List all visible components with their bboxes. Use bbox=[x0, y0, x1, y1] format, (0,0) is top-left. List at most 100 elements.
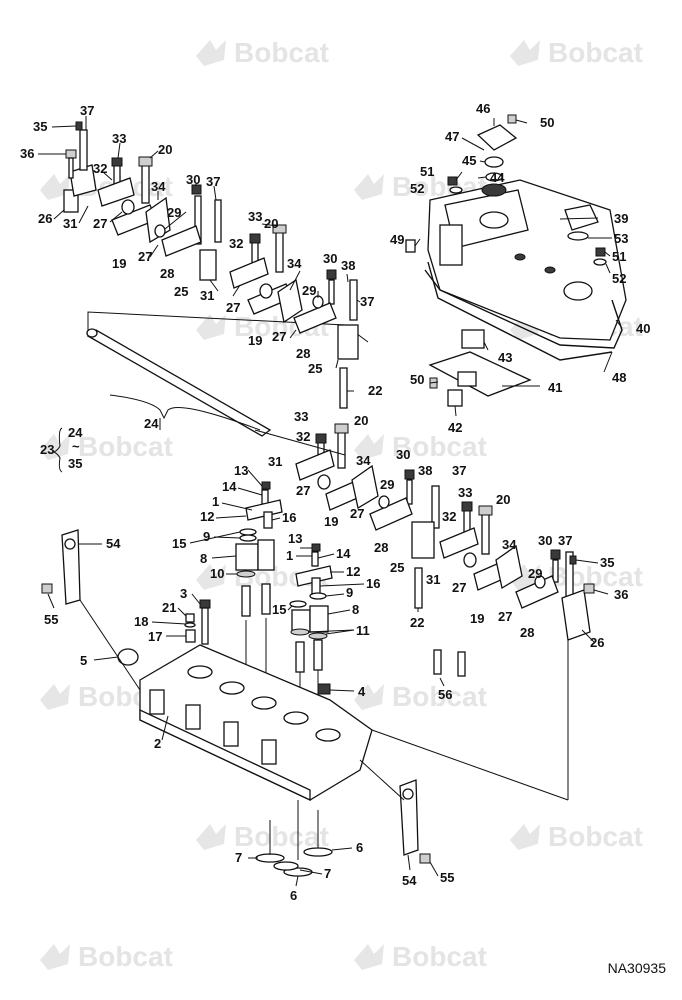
callout-31a: 31 bbox=[63, 216, 77, 231]
callout-33b: 33 bbox=[248, 209, 262, 224]
diaphragm-44 bbox=[481, 183, 507, 197]
plug-4 bbox=[317, 683, 331, 695]
set-screw-35c bbox=[569, 555, 577, 565]
callout-37b: 37 bbox=[206, 174, 220, 189]
washer-27b bbox=[259, 283, 273, 299]
watermark-text: Bobcat bbox=[392, 941, 487, 972]
callout-14b: 14 bbox=[336, 546, 351, 561]
upper-rocker-assembly bbox=[63, 121, 369, 437]
watermark-text: Bobcat bbox=[234, 37, 329, 68]
watermark-logo-icon bbox=[40, 174, 70, 200]
watermark-logo-icon bbox=[196, 40, 226, 66]
callout-31b: 31 bbox=[200, 288, 214, 303]
ring-18 bbox=[184, 622, 196, 628]
callout-26a: 26 bbox=[38, 211, 52, 226]
valve-seat-a bbox=[187, 665, 213, 679]
washer-27e bbox=[317, 474, 331, 490]
washer-29a bbox=[154, 224, 166, 238]
callout-27d: 27 bbox=[272, 329, 286, 344]
callout-25b: 25 bbox=[308, 361, 322, 376]
callout-43: 43 bbox=[498, 350, 512, 365]
valve-guide-a bbox=[241, 585, 251, 617]
dowel-56a bbox=[433, 649, 442, 675]
spring-clip-34b bbox=[277, 278, 303, 324]
callout-19d: 19 bbox=[470, 611, 484, 626]
callout-4: 4 bbox=[358, 684, 366, 699]
bolt-head-20a bbox=[138, 156, 153, 167]
valve-train bbox=[184, 481, 333, 712]
drawing-reference-code: NA30935 bbox=[607, 960, 666, 976]
screw-14b bbox=[311, 551, 319, 567]
callout-30d: 30 bbox=[538, 533, 552, 548]
support-25a bbox=[199, 249, 217, 281]
callout-13b: 13 bbox=[288, 531, 302, 546]
baffle-block-42 bbox=[447, 389, 463, 407]
plug-49 bbox=[405, 239, 416, 253]
bolt-head-36b bbox=[583, 583, 595, 594]
cylinder-head-2 bbox=[139, 644, 373, 801]
callout-22b: 22 bbox=[410, 615, 424, 630]
breather-cap-46 bbox=[476, 124, 518, 151]
watermark-logo-icon bbox=[40, 944, 70, 970]
keeper-15a bbox=[239, 528, 257, 536]
callout-16a: 16 bbox=[282, 510, 296, 525]
lower-rocker-assembly bbox=[254, 423, 595, 800]
bolt-head-55b bbox=[419, 853, 431, 864]
set-screw-35a bbox=[75, 121, 83, 131]
callout-13a: 13 bbox=[234, 463, 248, 478]
callout-1b: 1 bbox=[286, 548, 293, 563]
callout-48: 48 bbox=[612, 370, 626, 385]
adj-screw-30d bbox=[552, 559, 559, 583]
nut-51b bbox=[595, 247, 606, 257]
watermark-logo-icon bbox=[40, 684, 70, 710]
callout-28c: 28 bbox=[374, 540, 388, 555]
seal-45 bbox=[484, 156, 504, 168]
nut-30b bbox=[326, 269, 337, 280]
rocker-arm-28a bbox=[161, 225, 202, 257]
callout-52b: 52 bbox=[612, 271, 626, 286]
callout-36b: 36 bbox=[614, 587, 628, 602]
callout-31c: 31 bbox=[268, 454, 282, 469]
valve-cover-assembly bbox=[405, 114, 627, 407]
assembly-guide-line-a bbox=[254, 429, 346, 456]
support-bracket-26b bbox=[561, 589, 591, 641]
washer-29c bbox=[378, 495, 390, 509]
watermark-text: Bobcat bbox=[548, 821, 643, 852]
callout-20b: 20 bbox=[264, 216, 278, 231]
callout-54a: 54 bbox=[106, 536, 121, 551]
port-4 bbox=[261, 739, 277, 765]
cover-hole-a bbox=[544, 266, 556, 274]
cover-gasket-48-outer bbox=[427, 261, 613, 361]
watermark-logo-icon bbox=[40, 434, 70, 460]
adj-screw-30c bbox=[406, 479, 413, 505]
callout-27h: 27 bbox=[498, 609, 512, 624]
screw-50a bbox=[507, 114, 517, 124]
callout-19b: 19 bbox=[248, 333, 262, 348]
bolt-37d bbox=[431, 485, 440, 529]
callout-35a: 35 bbox=[33, 119, 47, 134]
callout-32a: 32 bbox=[93, 161, 107, 176]
callout-17: 17 bbox=[148, 629, 162, 644]
bolt-head-55a bbox=[41, 583, 53, 594]
bracket-guide-b bbox=[359, 759, 405, 801]
callout-51b: 51 bbox=[612, 249, 626, 264]
callout-7a: 7 bbox=[235, 850, 242, 865]
callout-27e: 27 bbox=[296, 483, 310, 498]
rocker-arm-32c bbox=[295, 449, 335, 481]
washer-27g bbox=[463, 552, 477, 568]
leader-lines bbox=[38, 116, 623, 417]
callout-51a: 51 bbox=[420, 164, 434, 179]
callout-14a: 14 bbox=[222, 479, 237, 494]
bolt-20b bbox=[275, 231, 284, 273]
keeper-15b bbox=[289, 600, 307, 608]
spring-8a bbox=[235, 543, 259, 571]
lift-bracket-54b bbox=[399, 779, 419, 856]
retainer-9a bbox=[239, 534, 257, 542]
callout-labels: 35 37 36 33 20 32 30 37 34 26 31 27 29 1… bbox=[20, 101, 650, 903]
callout-29c: 29 bbox=[380, 477, 394, 492]
callout-3: 3 bbox=[180, 586, 187, 601]
watermark-logo-icon bbox=[510, 314, 540, 340]
watermark-text: Bobcat bbox=[548, 561, 643, 592]
watermark-text: Bobcat bbox=[78, 941, 173, 972]
